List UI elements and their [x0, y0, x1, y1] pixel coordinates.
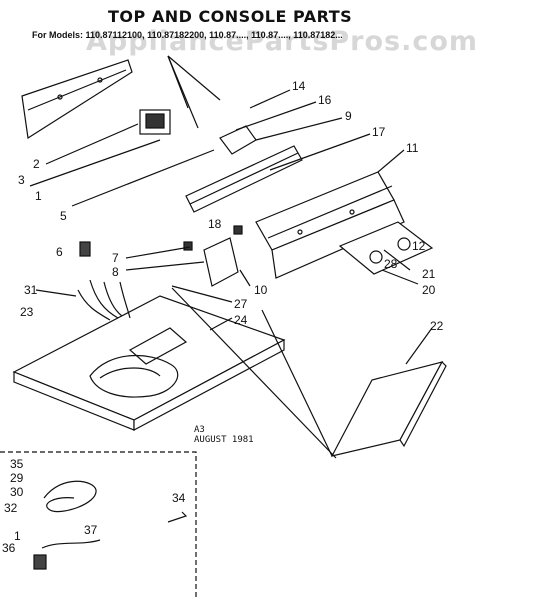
callout-35: 35 [10, 457, 24, 471]
models-line: For Models: 110.87112100, 110.87182200, … [32, 30, 343, 40]
callout-17: 17 [372, 125, 386, 139]
callout-24: 24 [234, 313, 248, 327]
clip-34 [167, 511, 188, 523]
callout-37: 37 [84, 523, 98, 537]
callout-3: 3 [18, 173, 25, 187]
panel-22 [330, 361, 444, 457]
knob-28 [369, 250, 383, 264]
callout-21: 21 [422, 267, 436, 281]
callout-28: 28 [384, 257, 398, 271]
callout-29: 29 [10, 471, 24, 485]
callout-11: 11 [406, 141, 419, 155]
callout-6: 6 [56, 245, 63, 259]
revision-code: A3 [194, 425, 205, 435]
callout-23: 23 [20, 305, 34, 319]
knob-12 [397, 237, 411, 251]
callout-1b: 1 [14, 529, 21, 543]
callout-5: 5 [60, 209, 67, 223]
revision-block: A3 AUGUST 1981 [194, 425, 254, 445]
watermark: AppliancePartsPros.com [86, 26, 479, 57]
clip-16 [219, 125, 257, 155]
diagram-title: TOP AND CONSOLE PARTS [108, 7, 353, 26]
service-box [0, 451, 197, 600]
callout-18: 18 [208, 217, 222, 231]
power-cord-37 [43, 480, 97, 513]
callout-9: 9 [345, 109, 352, 123]
callout-31: 31 [24, 283, 38, 297]
callout-10: 10 [254, 283, 268, 297]
callout-14: 14 [292, 79, 306, 93]
callout-16: 16 [318, 93, 332, 107]
callout-20: 20 [422, 283, 436, 297]
callout-36: 36 [2, 541, 16, 555]
plug-36 [33, 554, 47, 570]
callout-34: 34 [172, 491, 186, 505]
dial-8 [203, 237, 239, 287]
callout-32: 32 [4, 501, 18, 515]
callout-1: 1 [35, 189, 42, 203]
bracket-2 [21, 59, 133, 140]
harness-31 [77, 279, 131, 321]
revision-date: AUGUST 1981 [194, 435, 254, 445]
callout-7: 7 [112, 251, 119, 265]
callout-8: 8 [112, 265, 119, 279]
callout-12: 12 [412, 239, 426, 253]
callout-27: 27 [234, 297, 248, 311]
callout-2: 2 [33, 157, 40, 171]
callout-22: 22 [430, 319, 444, 333]
callout-30: 30 [10, 485, 24, 499]
connector-6 [79, 241, 91, 257]
